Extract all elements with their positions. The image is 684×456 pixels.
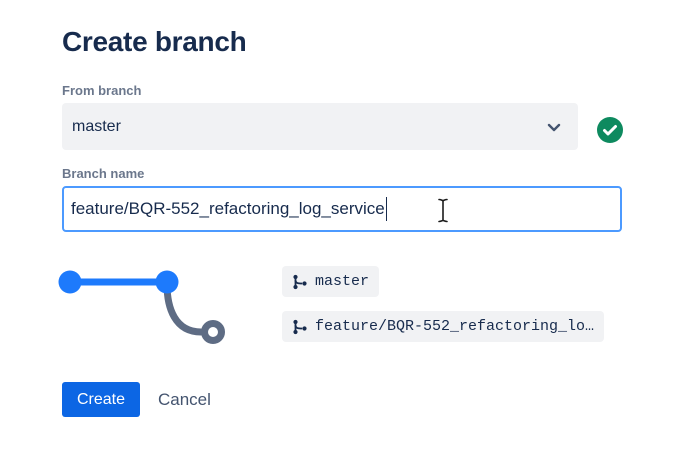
from-branch-select[interactable]: master	[62, 103, 578, 150]
dialog-title: Create branch	[62, 26, 247, 57]
commit-dot-icon	[58, 270, 82, 294]
branch-name-value: feature/BQR-552_refactoring_log_service	[71, 199, 385, 218]
branch-icon	[293, 274, 307, 289]
branch-chip-label: master	[315, 273, 370, 290]
branch-chip-feature: feature/BQR-552_refactoring_lo…	[282, 311, 605, 342]
branch-chip-label: feature/BQR-552_refactoring_lo…	[315, 318, 595, 335]
from-branch-selected-value: master	[72, 117, 121, 135]
text-cursor-icon	[438, 198, 448, 223]
branch-icon	[293, 319, 307, 334]
from-branch-label: From branch	[62, 83, 142, 98]
branch-name-label: Branch name	[62, 166, 145, 181]
create-button[interactable]: Create	[62, 382, 141, 417]
new-branch-dot-icon	[201, 320, 225, 344]
cancel-button[interactable]: Cancel	[158, 382, 211, 417]
chevron-down-icon	[547, 123, 561, 131]
text-caret	[385, 197, 388, 221]
check-circle-icon	[597, 117, 623, 143]
branch-chip-master: master	[282, 266, 380, 297]
commit-dot-icon	[155, 270, 179, 294]
branch-name-input[interactable]: feature/BQR-552_refactoring_log_service	[62, 186, 622, 232]
branch-graph	[58, 270, 225, 344]
